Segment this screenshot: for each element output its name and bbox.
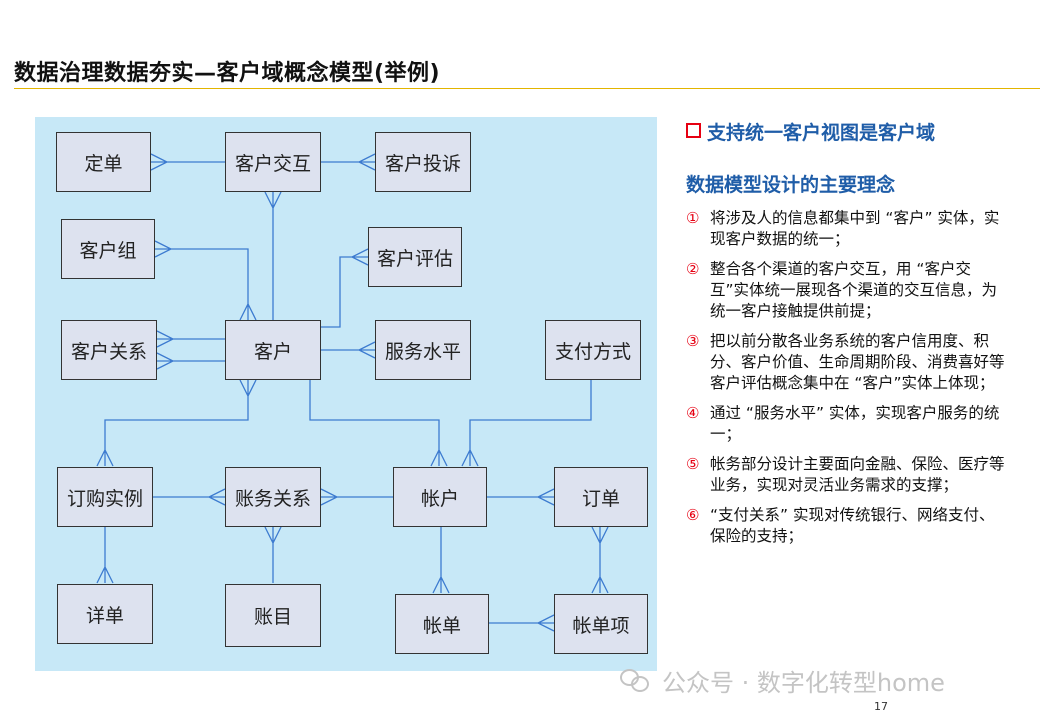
list-item-number: ⑤ [686, 455, 700, 473]
rel-zhifu-zhanghu [461, 380, 592, 467]
page-number: 17 [874, 700, 888, 713]
rel-zhangdan-zhangdanxiang [489, 614, 555, 632]
rel-guanxi-kehu-2 [156, 352, 225, 370]
entity-dinggou-shili: 订购实例 [57, 467, 153, 527]
list-item-number: ① [686, 209, 700, 227]
rel-dinggou-xiangdan [96, 527, 114, 584]
entity-zhifu-fangshi: 支付方式 [545, 320, 641, 380]
wechat-icon [620, 668, 650, 693]
rel-kehu-pinggu [321, 248, 369, 328]
side-panel: 支持统一客户视图是客户域 数据模型设计的主要理念 ① 将涉及人的信息都集中到 “客… [686, 118, 1006, 556]
list-item-text: “支付关系” 实现对传统银行、网络支付、保险的支持； [710, 506, 995, 545]
entity-dingdan2: 订单 [554, 467, 648, 527]
list-item: ① 将涉及人的信息都集中到 “客户” 实体，实现客户数据的统一； [686, 208, 1006, 250]
rel-dingdan2-zhangdanxiang [591, 526, 609, 594]
entity-zhangwu-guanxi: 账务关系 [225, 467, 321, 527]
er-diagram: 定单 客户交互 客户投诉 客户组 客户评估 客户关系 客户 服务水平 支付方式 … [35, 117, 657, 671]
list-item-number: ⑥ [686, 506, 700, 524]
list-item-number: ④ [686, 404, 700, 422]
list-item: ⑥ “支付关系” 实现对传统银行、网络支付、保险的支持； [686, 505, 1006, 547]
list-item-text: 把以前分散各业务系统的客户信用度、积分、客户价值、生命周期阶段、消费喜好等客户评… [710, 332, 1005, 392]
relationship-lines [96, 153, 609, 632]
list-item: ④ 通过 “服务水平” 实体，实现客户服务的统一； [686, 403, 1006, 445]
list-item-text: 通过 “服务水平” 实体，实现客户服务的统一； [710, 404, 1000, 443]
list-item-number: ② [686, 260, 700, 278]
side-heading-line2: 数据模型设计的主要理念 [686, 174, 896, 196]
list-item-text: 将涉及人的信息都集中到 “客户” 实体，实现客户数据的统一； [710, 209, 1000, 248]
entity-kehu-tousu: 客户投诉 [375, 132, 471, 192]
list-item: ② 整合各个渠道的客户交互，用 “客户交互”实体统一展现各个渠道的交互信息，为统一… [686, 259, 1006, 322]
rel-zhangwu-zhanghu [320, 488, 393, 506]
title-divider [14, 88, 1040, 89]
rel-dinggou-zhangwu [153, 488, 226, 506]
list-item: ③ 把以前分散各业务系统的客户信用度、积分、客户价值、生命周期阶段、消费喜好等客户… [686, 331, 1006, 394]
entity-kehu-pinggu: 客户评估 [368, 227, 462, 287]
rel-dingdan2-zhanghu [487, 488, 555, 506]
entity-zhangdan: 帐单 [395, 594, 489, 654]
entity-kehu-guanxi: 客户关系 [61, 320, 157, 380]
rel-guanxi-kehu-1 [156, 330, 225, 348]
square-bullet-icon [686, 123, 701, 138]
rel-fuwu-kehu [321, 341, 376, 359]
principle-list: ① 将涉及人的信息都集中到 “客户” 实体，实现客户数据的统一； ② 整合各个渠道的… [686, 208, 1006, 547]
rel-zu-kehu [154, 240, 257, 321]
rel-tousu-jiaohu [321, 153, 376, 171]
entity-dingdan: 定单 [56, 132, 151, 192]
slide-title: 数据治理数据夯实—客户域概念模型(举例) [14, 61, 441, 86]
watermark: 公众号 · 数字化转型home [620, 663, 945, 698]
rel-kehu-zhanghu [309, 380, 448, 467]
rel-kehu-dinggou [96, 379, 257, 467]
side-heading-line1-text: 支持统一客户视图是客户域 [707, 122, 936, 144]
list-item-text: 帐务部分设计主要面向金融、保险、医疗等业务，实现对灵活业务需求的支撑； [710, 455, 1005, 494]
entity-xiangdan: 详单 [57, 584, 153, 644]
side-heading-line1: 支持统一客户视图是客户域 [686, 118, 1006, 148]
rel-jiaohu-kehu [264, 191, 282, 320]
rel-zhangwu-zhangmu [264, 526, 282, 583]
entity-zhangdan-xiang: 帐单项 [554, 594, 648, 654]
list-item: ⑤ 帐务部分设计主要面向金融、保险、医疗等业务，实现对灵活业务需求的支撑； [686, 454, 1006, 496]
entity-kehu: 客户 [225, 320, 321, 380]
entity-kehu-jiaohu: 客户交互 [225, 132, 321, 192]
list-item-text: 整合各个渠道的客户交互，用 “客户交互”实体统一展现各个渠道的交互信息，为统一客… [710, 260, 998, 320]
rel-zhanghu-zhangdan [432, 527, 450, 594]
watermark-text: 公众号 · 数字化转型home [662, 669, 945, 697]
entity-zhanghu: 帐户 [393, 467, 487, 527]
rel-dingdan-jiaohu [150, 153, 225, 171]
entity-fuwu-shuiping: 服务水平 [375, 320, 471, 380]
entity-kehu-zu: 客户组 [61, 219, 155, 279]
list-item-number: ③ [686, 332, 700, 350]
entity-zhangmu: 账目 [225, 584, 321, 647]
